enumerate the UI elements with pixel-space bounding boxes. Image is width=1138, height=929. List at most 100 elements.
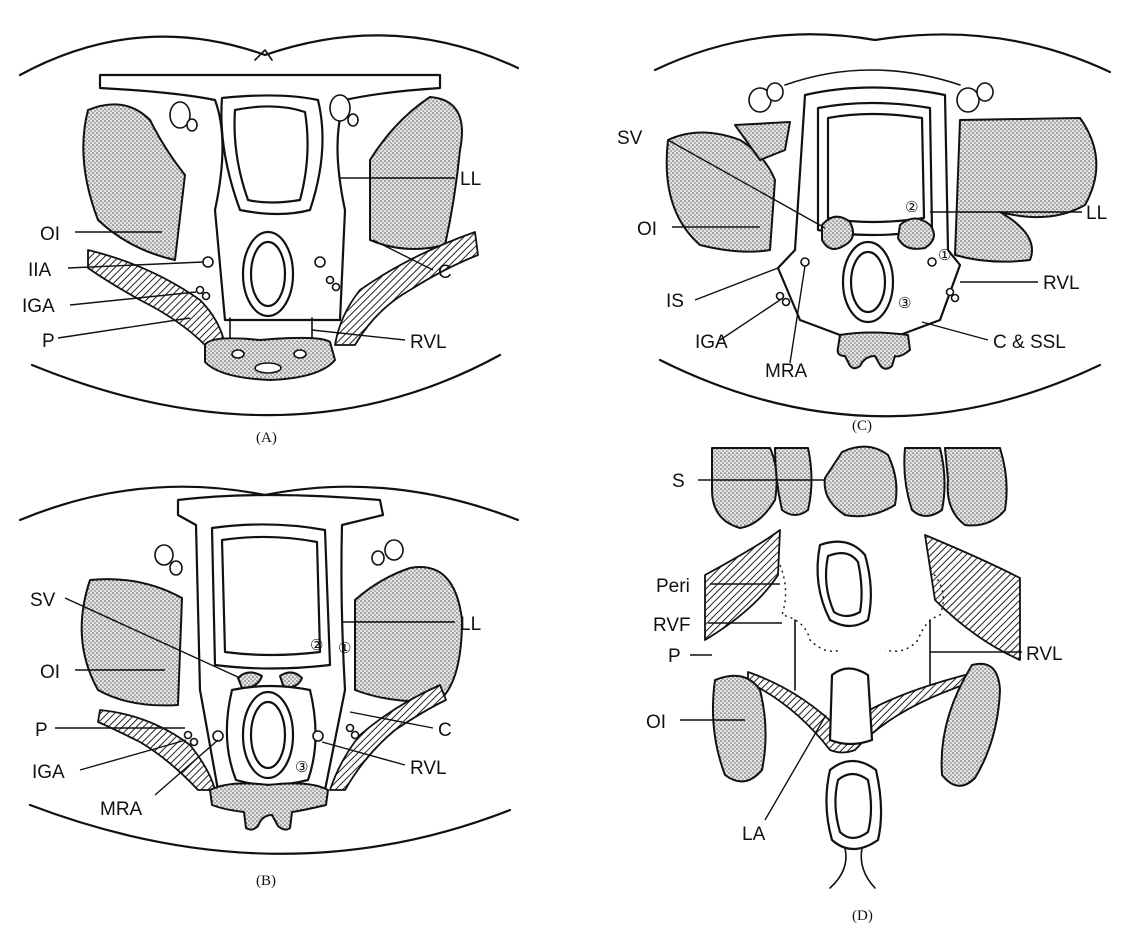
obturator-internus-left — [713, 676, 766, 782]
inferior-gluteal-vessel-3 — [947, 289, 954, 296]
label-b-mra: MRA — [100, 799, 143, 820]
label-c-cssl: C & SSL — [993, 332, 1066, 353]
label-c-oi: OI — [637, 219, 657, 240]
vessel-left-1 — [155, 545, 173, 565]
caption-c: (C) — [852, 418, 872, 434]
panel-b: ② ① ③ SV LL OI P C IGA RVL MRA (B) — [20, 487, 518, 889]
middle-rectal-artery-left — [213, 731, 223, 741]
leader-a-p — [58, 318, 190, 338]
pelvic-floor-left — [98, 710, 215, 790]
label-b-c: C — [438, 720, 452, 741]
label-c-sv: SV — [617, 128, 643, 149]
label-a-rvl: RVL — [410, 332, 447, 353]
label-a-iga: IGA — [22, 296, 55, 317]
coccyx — [210, 783, 328, 829]
panel-a: LL OI IIA IGA P C RVL (A) — [20, 35, 518, 446]
label-d-p: P — [668, 646, 681, 667]
coccyx-hole-center — [255, 363, 281, 373]
inferior-gluteal-vessel-2 — [203, 293, 210, 300]
leader-d-la — [765, 715, 826, 820]
coccyx-hole-left — [232, 350, 244, 358]
obturator-internus-right — [955, 118, 1096, 262]
panel-d: S Peri RVF P RVL OI LA (D) — [646, 447, 1063, 924]
space-number-one: ① — [938, 246, 951, 264]
label-d-oi: OI — [646, 712, 666, 733]
vessel-left-2 — [187, 119, 197, 131]
bone-right — [945, 448, 1007, 525]
space-number-one: ① — [338, 639, 351, 657]
inferior-gluteal-vessel-4 — [952, 295, 959, 302]
label-a-c: C — [438, 262, 452, 283]
obturator-internus-left — [83, 104, 185, 260]
inferior-gluteal-vessel-2 — [191, 739, 198, 746]
vessel-right-2 — [348, 114, 358, 126]
obturator-internus-left — [82, 579, 182, 705]
vessel-right-2 — [977, 83, 993, 101]
inferior-gluteal-vessel-3 — [327, 277, 334, 284]
inferior-gluteal-vessel-1 — [777, 293, 784, 300]
label-c-is: IS — [666, 291, 684, 312]
label-a-p: P — [42, 331, 55, 352]
leader-c-iga — [720, 300, 780, 340]
leader-c-cssl — [922, 322, 988, 340]
label-b-iga: IGA — [32, 762, 65, 783]
vessel-right-1 — [957, 88, 979, 112]
internal-iliac-artery-right — [315, 257, 325, 267]
leader-c-is — [695, 268, 778, 300]
middle-rectal-artery-right — [928, 258, 936, 266]
anal-tail — [830, 848, 875, 888]
label-c-rvl: RVL — [1043, 273, 1080, 294]
inferior-gluteal-vessel-1 — [185, 732, 192, 739]
panel-c: ② ① ③ SV LL OI RVL IS IGA C & SSL MRA (C… — [617, 34, 1110, 434]
space-number-three: ③ — [898, 294, 911, 312]
label-a-ll: LL — [460, 169, 481, 190]
space-number-two: ② — [310, 636, 323, 654]
space-number-two: ② — [905, 198, 918, 216]
label-d-s: S — [672, 471, 685, 492]
vessel-right-2 — [385, 540, 403, 560]
label-c-ll: LL — [1086, 203, 1107, 224]
label-b-sv: SV — [30, 590, 56, 611]
coccyx — [838, 333, 910, 369]
label-a-iia: IIA — [28, 260, 52, 281]
label-d-rvf: RVF — [653, 615, 691, 636]
pelvic-floor-right — [925, 535, 1020, 660]
bone-left — [712, 448, 777, 528]
vessel-left-2 — [767, 83, 783, 101]
label-c-iga: IGA — [695, 332, 728, 353]
obturator-internus-right — [370, 97, 462, 249]
bone-left-mid — [775, 448, 812, 515]
inferior-gluteal-vessel-2 — [783, 299, 790, 306]
internal-iliac-artery-left — [203, 257, 213, 267]
vessel-left-2 — [170, 561, 182, 575]
inferior-gluteal-vessel-1 — [197, 287, 204, 294]
label-b-ll: LL — [460, 614, 481, 635]
anal-canal-upper — [830, 669, 872, 745]
body-contour-bottom — [660, 360, 1100, 416]
label-b-oi: OI — [40, 662, 60, 683]
seminal-vesicle-right — [898, 219, 934, 249]
vessel-right-1 — [372, 551, 384, 565]
middle-rectal-artery-right — [313, 731, 323, 741]
bone-right-mid — [904, 448, 944, 516]
body-contour-top — [655, 34, 1110, 72]
inferior-gluteal-vessel-4 — [352, 732, 359, 739]
arch-line — [785, 70, 960, 85]
obturator-internus-right — [355, 567, 462, 701]
caption-d: (D) — [852, 908, 873, 924]
inferior-gluteal-vessel-3 — [347, 725, 354, 732]
sacrum — [825, 447, 897, 517]
space-number-three: ③ — [295, 758, 308, 776]
label-d-peri: Peri — [656, 576, 690, 597]
label-c-mra: MRA — [765, 361, 808, 382]
label-d-la: LA — [742, 824, 766, 845]
coccyx-hole-right — [294, 350, 306, 358]
label-d-rvl: RVL — [1026, 644, 1063, 665]
caption-b: (B) — [256, 873, 276, 889]
caption-a: (A) — [256, 430, 277, 446]
vessel-right-1 — [330, 95, 350, 121]
label-b-p: P — [35, 720, 48, 741]
label-a-oi: OI — [40, 224, 60, 245]
